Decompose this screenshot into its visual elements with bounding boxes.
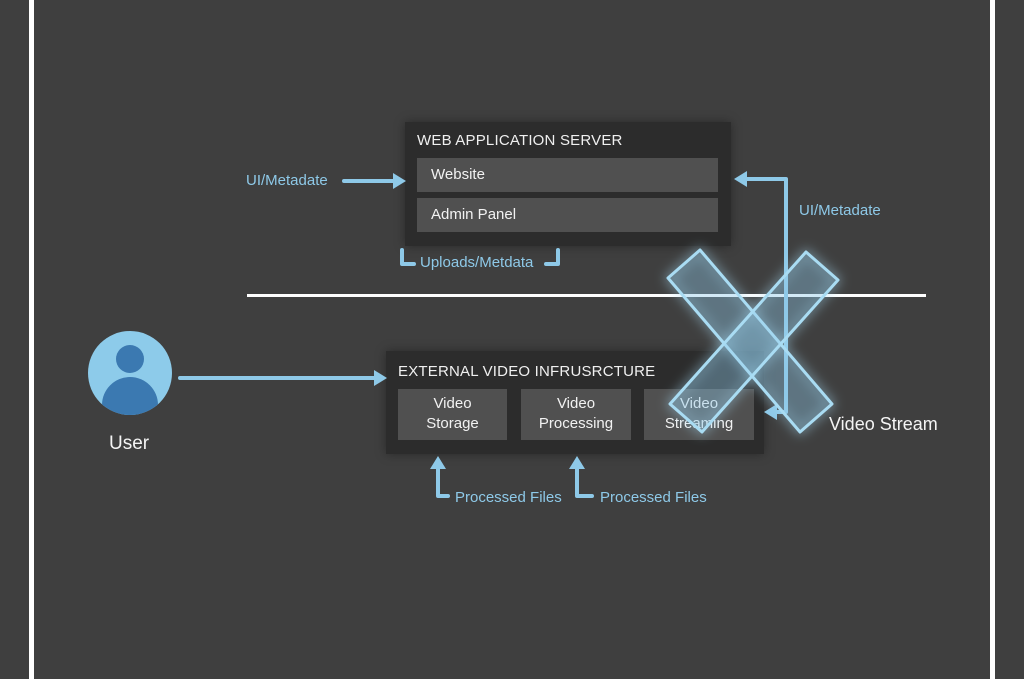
video-streaming-line2: Streaming xyxy=(664,415,734,432)
arrowhead-video-storage xyxy=(430,456,446,469)
user-label: User xyxy=(109,433,150,454)
arrowhead-video-processing xyxy=(569,456,585,469)
website-item: Website xyxy=(417,158,718,192)
video-processing-line1: Video xyxy=(556,395,596,412)
frame-line-left xyxy=(29,0,34,679)
video-infra-panel: EXTERNAL VIDEO INFRUSRCTURE Video Storag… xyxy=(386,351,764,454)
avatar-head xyxy=(116,345,144,373)
video-infra-title: EXTERNAL VIDEO INFRUSRCTURE xyxy=(398,363,656,380)
avatar-body xyxy=(102,377,158,415)
processed-files-arrow-2 xyxy=(575,462,594,498)
arrowhead-ui-metadata-right xyxy=(734,171,747,187)
uploads-bracket-left xyxy=(400,248,416,266)
ui-metadata-left-label: UI/Metadate xyxy=(246,172,328,189)
web-server-title: WEB APPLICATION SERVER xyxy=(417,132,623,149)
web-server-panel: WEB APPLICATION SERVER Website Admin Pan… xyxy=(405,122,731,246)
processed-files-label-1: Processed Files xyxy=(455,489,562,506)
frame-line-right xyxy=(990,0,995,679)
video-streaming-line1: Video xyxy=(679,395,719,412)
admin-panel-item: Admin Panel xyxy=(417,198,718,232)
video-processing-line2: Processing xyxy=(538,415,614,432)
video-processing-cell: Video Processing xyxy=(521,389,631,440)
arrowhead-video-streaming xyxy=(764,404,777,420)
ui-metadata-right-label: UI/Metadate xyxy=(799,202,881,219)
uploads-bracket-right xyxy=(544,248,560,266)
video-storage-line2: Storage xyxy=(426,415,479,432)
video-storage-line1: Video xyxy=(433,395,472,412)
processed-files-label-2: Processed Files xyxy=(600,489,707,506)
video-stream-label: Video Stream xyxy=(829,414,938,434)
video-streaming-cell: Video Streaming xyxy=(644,389,754,440)
video-storage-cell: Video Storage xyxy=(398,389,507,440)
processed-files-arrow-1 xyxy=(436,462,450,498)
tier-divider xyxy=(247,294,926,297)
uploads-label: Uploads/Metdata xyxy=(420,254,534,271)
user-avatar-icon xyxy=(88,331,172,415)
